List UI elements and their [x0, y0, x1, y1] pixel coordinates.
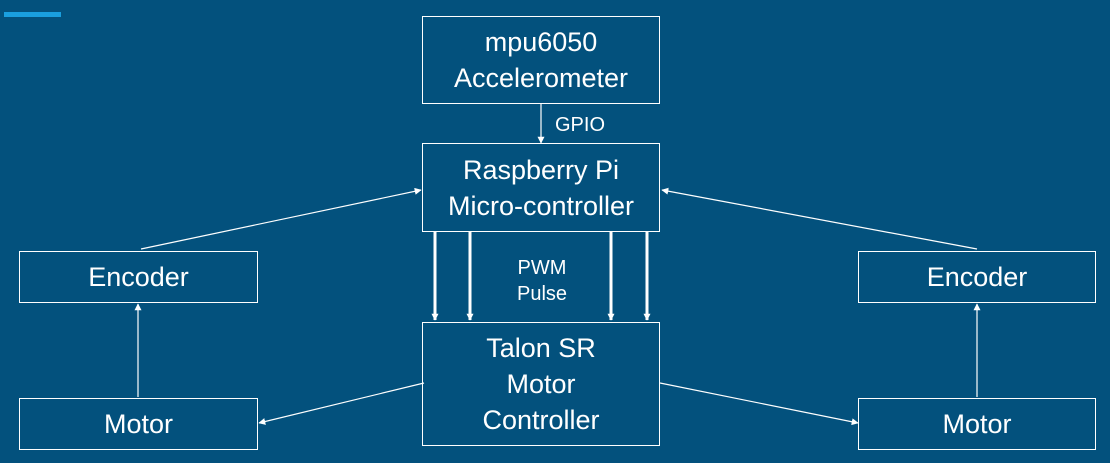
talon-sr-node-line3: Controller [482, 405, 600, 435]
motor-left-node: Motor [19, 398, 258, 450]
mpu6050-node: mpu6050 Accelerometer [422, 16, 660, 104]
encoder-right-to-pi-arrow [661, 187, 978, 250]
gpio-label: GPIO [555, 114, 606, 136]
talon-sr-node: Talon SR Motor Controller [422, 322, 660, 446]
encoder-right-label: Encoder [926, 262, 1028, 292]
encoder-left-node: Encoder [19, 251, 258, 303]
encoder-left-to-pi-arrow [140, 187, 422, 250]
encoder-right-node: Encoder [858, 251, 1096, 303]
encoder-left-label: Encoder [88, 262, 189, 292]
motor-right-label: Motor [942, 409, 1012, 439]
raspberry-pi-node: Raspberry Pi Micro-controller [422, 143, 660, 232]
motor-left-label: Motor [103, 409, 174, 439]
raspberry-pi-node-line1: Raspberry Pi [462, 154, 620, 185]
talon-to-motor-left-arrow [258, 382, 425, 425]
motor-right-node: Motor [858, 398, 1096, 450]
talon-sr-node-line2: Motor [506, 369, 576, 399]
raspberry-pi-node-line2: Micro-controller [447, 190, 635, 221]
mpu6050-node-line1: mpu6050 [484, 27, 598, 57]
pulse-label: Pulse [516, 283, 568, 305]
title-accent-bar [4, 12, 61, 17]
pwm-label: PWM [517, 257, 567, 279]
talon-to-motor-right-arrow [659, 382, 859, 426]
mpu6050-node-line2: Accelerometer [453, 63, 629, 93]
pwm-pulse-label: PWM Pulse [500, 255, 584, 307]
talon-sr-node-line1: Talon SR [486, 333, 596, 363]
